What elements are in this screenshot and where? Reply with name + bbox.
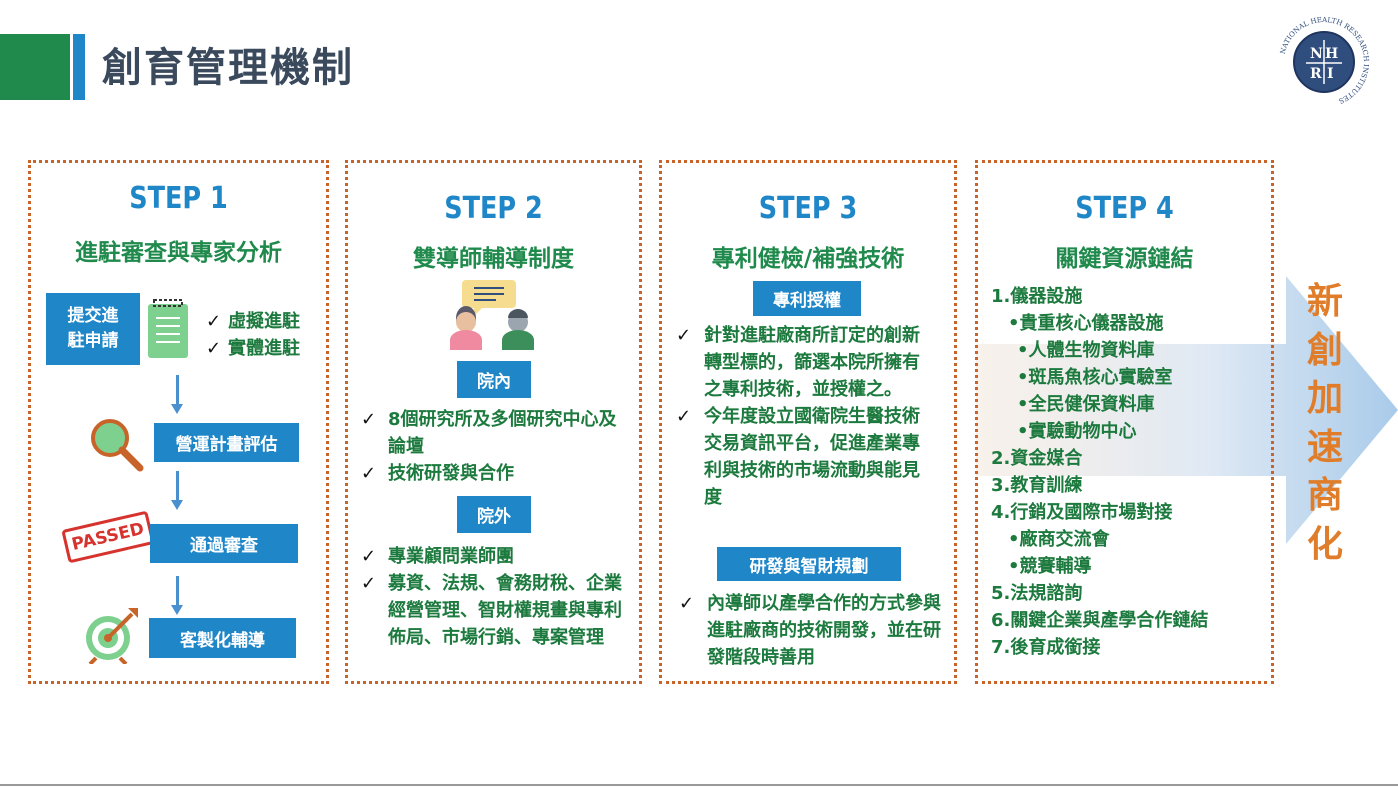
magnifier-icon: [91, 419, 144, 472]
bottom-divider: [0, 784, 1398, 786]
list-item: ✓虛擬進駐: [206, 308, 300, 335]
header-green-bar: [0, 34, 70, 100]
list-item: 4.行銷及國際市場對接: [991, 502, 1173, 523]
list-item: 5.法規諮詢: [991, 583, 1083, 604]
resource-list: 1.儀器設施 •貴重核心儀器設施 •人體生物資料庫 •斑馬魚核心實驗室 •全民健…: [991, 283, 1208, 661]
svg-text:H: H: [1325, 46, 1338, 62]
step3-panel: STEP 3 專利健檢/補強技術: [659, 160, 957, 684]
list-item: •人體生物資料庫: [1017, 340, 1155, 361]
list-item: 2.資金媒合: [991, 448, 1083, 469]
submit-application-box: 提交進 駐申請: [46, 293, 140, 365]
header-blue-bar: [73, 34, 85, 100]
check-icon: ✓: [676, 406, 692, 427]
step1-panel: STEP 1 進駐審查與專家分析: [28, 160, 329, 684]
check-icon: ✓: [206, 338, 222, 359]
check-icon: ✓: [679, 593, 695, 614]
flow-arrow: [171, 375, 183, 414]
step2-panel: STEP 2 雙導師輔導制度: [345, 160, 642, 684]
list-item: 6.關鍵企業與產學合作鏈結: [991, 610, 1209, 631]
list-item: ✓募資、法規、會務財稅、企業經營管理、智財權規畫與專利佈局、市場行銷、專案管理: [361, 570, 633, 651]
mentors-icon: [450, 280, 534, 350]
step3-heading: STEP 3: [758, 191, 858, 226]
list-item: ✓技術研發與合作: [361, 460, 633, 487]
list-item: ✓內導師以產學合作的方式參與進駐廠商的技術開發，並在研發階段時善用: [679, 590, 945, 671]
step4-subtitle: 關鍵資源鏈結: [1055, 246, 1194, 272]
list-item: •斑馬魚核心實驗室: [1017, 367, 1173, 388]
business-plan-review-box: 營運計畫評估: [154, 423, 299, 462]
list-item: 7.後育成銜接: [991, 637, 1101, 658]
step1-check-list: ✓虛擬進駐 ✓實體進駐: [206, 308, 300, 362]
clipboard-icon: [148, 299, 188, 358]
list-item: •全民健保資料庫: [1017, 394, 1155, 415]
list-item: 1.儀器設施: [991, 286, 1083, 307]
list-item: 3.教育訓練: [991, 475, 1083, 496]
step2-heading: STEP 2: [444, 191, 543, 226]
rd-ip-planning-label: 研發與智財規劃: [717, 547, 901, 581]
page-title: 創育管理機制: [102, 45, 354, 91]
check-icon: ✓: [361, 546, 377, 567]
svg-text:R: R: [1310, 66, 1322, 82]
list-item: •競賽輔導: [1008, 556, 1092, 577]
internal-label: 院內: [457, 361, 531, 398]
check-icon: ✓: [361, 409, 377, 430]
step1-heading: STEP 1: [129, 181, 228, 216]
list-item: •貴重核心儀器設施: [1008, 313, 1164, 334]
list-item: ✓針對進駐廠商所訂定的創新轉型標的，篩選本院所擁有之專利技術，並授權之。: [676, 322, 934, 403]
external-label: 院外: [457, 496, 531, 533]
list-item: •實驗動物中心: [1017, 421, 1137, 442]
check-icon: ✓: [676, 325, 692, 346]
step3-subtitle: 專利健檢/補強技術: [711, 246, 905, 272]
list-item: ✓實體進駐: [206, 335, 300, 362]
step4-heading: STEP 4: [1075, 191, 1174, 226]
target-icon: [86, 608, 138, 664]
list-item: ✓今年度設立國衛院生醫技術交易資訊平台，促進產業專利與技術的市場流動與能見度: [676, 403, 934, 511]
svg-text:N: N: [1310, 46, 1323, 62]
accelerate-arrow: [976, 276, 1398, 544]
nhri-logo: N H R I NATIONAL HEALTH RESEARCH INSTITU…: [1279, 16, 1370, 105]
patent-license-label: 專利授權: [753, 281, 861, 316]
flow-arrow: [171, 576, 183, 615]
svg-text:I: I: [1327, 66, 1334, 82]
rd-ip-planning-list: ✓內導師以產學合作的方式參與進駐廠商的技術開發，並在研發階段時善用: [679, 590, 945, 671]
internal-list: ✓8個研究所及多個研究中心及論壇 ✓技術研發與合作: [361, 406, 633, 487]
check-icon: ✓: [361, 573, 377, 594]
list-item: ✓8個研究所及多個研究中心及論壇: [361, 406, 633, 460]
step1-subtitle: 進駐審查與專家分析: [75, 240, 282, 266]
check-icon: ✓: [361, 463, 377, 484]
customized-guidance-box: 客製化輔導: [149, 618, 296, 658]
review-passed-box: 通過審查: [150, 524, 298, 563]
flow-arrow: [171, 471, 183, 510]
patent-license-list: ✓針對進駐廠商所訂定的創新轉型標的，篩選本院所擁有之專利技術，並授權之。 ✓今年…: [676, 322, 934, 511]
step4-panel: STEP 4 關鍵資源鏈結: [975, 160, 1274, 684]
list-item: ✓專業顧問業師團: [361, 543, 633, 570]
step2-subtitle: 雙導師輔導制度: [413, 246, 574, 272]
list-item: •廠商交流會: [1008, 529, 1110, 550]
check-icon: ✓: [206, 311, 222, 332]
acceleration-text: 新 創 加 速 商 化: [1306, 281, 1343, 565]
external-list: ✓專業顧問業師團 ✓募資、法規、會務財稅、企業經營管理、智財權規畫與專利佈局、市…: [361, 543, 633, 651]
